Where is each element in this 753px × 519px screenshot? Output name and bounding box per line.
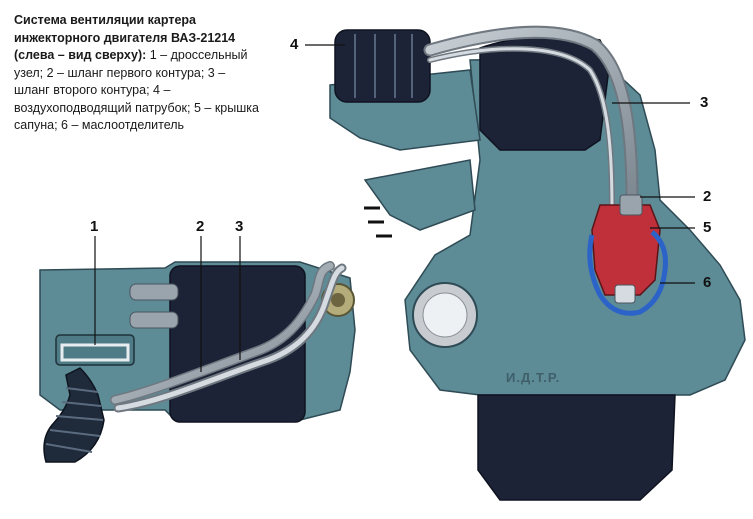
callout-right-3: 3 (700, 94, 709, 111)
callout-right-6: 6 (703, 274, 712, 291)
intake-pipe-upper (129, 283, 179, 301)
oil-separator (587, 230, 668, 316)
callout-right-5: 5 (703, 219, 712, 236)
oil-pan (477, 394, 676, 501)
top-view-valve-cover (169, 265, 306, 423)
caption-legend: 1 – дроссельный узел; 2 – шланг первого … (14, 48, 259, 132)
breather-fitting (619, 194, 643, 216)
breather-cover (591, 204, 661, 296)
throttle-body-outline (60, 343, 130, 362)
intake-runners (363, 159, 476, 231)
separator-plug (614, 284, 636, 304)
engine-stamp: И.Д.Т.Р. (506, 370, 561, 385)
caption-title-1: Система вентиляции картера (14, 13, 197, 27)
callout-left-1: 1 (90, 218, 99, 235)
engine-block (404, 57, 746, 396)
top-view-engine (39, 236, 356, 463)
air-intake-pipe (334, 29, 431, 103)
air-intake-ribs (45, 387, 104, 453)
callout-right-2: 2 (703, 188, 712, 205)
air-intake-pipe-ribs (354, 34, 413, 98)
mounting-studs (364, 206, 392, 238)
figure-caption: Система вентиляции картера инжекторного … (14, 12, 264, 135)
caption-title-3: (слева – вид сверху): (14, 48, 147, 62)
caption-title-2: инжекторного двигателя ВАЗ-21214 (14, 30, 236, 45)
side-view-engine (305, 25, 746, 501)
callout-left-2: 2 (196, 218, 205, 235)
intake-pipe-lower (129, 311, 179, 329)
callout-right-4: 4 (290, 36, 299, 53)
callout-left-3: 3 (235, 218, 244, 235)
